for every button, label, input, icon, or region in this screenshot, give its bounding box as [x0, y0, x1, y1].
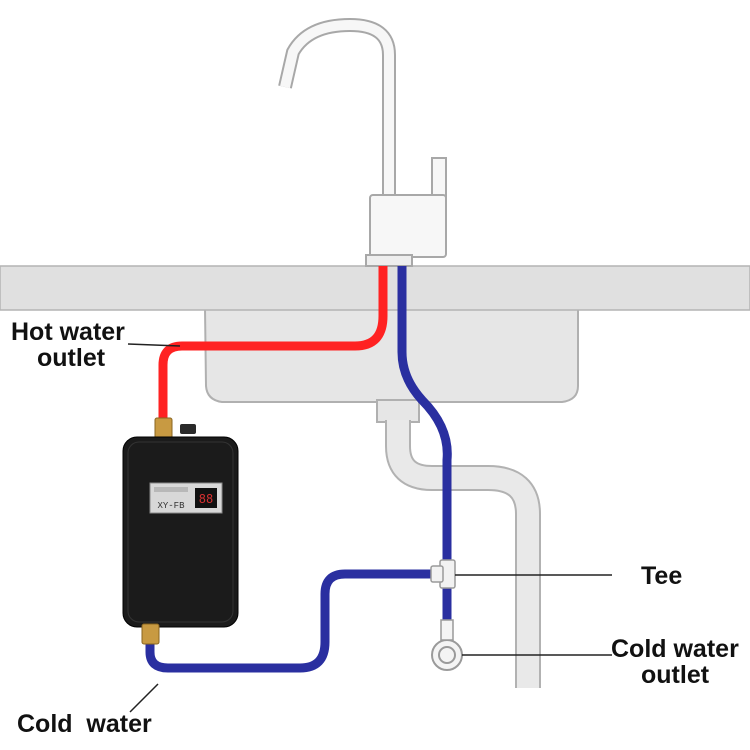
instant-water-heater-icon: XY-FB 88: [122, 417, 239, 645]
faucet-base: [365, 254, 413, 267]
drain-pipe: [385, 420, 541, 688]
heater-display-reading: 88: [199, 492, 213, 506]
leader-lines: [127, 343, 612, 713]
hot-water-outlet-label-line2: outlet: [37, 344, 106, 372]
cold-water-pipe-heater: [145, 569, 438, 673]
angle-valve-icon: [431, 619, 463, 671]
hot-water-pipe: [158, 266, 388, 422]
cold-water-label: Cold water: [17, 710, 152, 738]
heater-brand-text: XY-FB: [157, 501, 185, 511]
cold-inlet-fitting: [141, 623, 160, 645]
cold-water-outlet-label-line1: Cold water: [611, 635, 739, 663]
tee-connector-icon: [430, 559, 456, 589]
heater-body: [122, 436, 239, 628]
hot-water-leader: [127, 343, 181, 347]
hot-water-outlet-label-line1: Hot water: [11, 318, 125, 346]
faucet: [278, 17, 447, 267]
tee-label: Tee: [641, 562, 683, 590]
cold-water-leader: [129, 683, 159, 713]
faucet-spout: [278, 17, 396, 195]
sink-bowl: [203, 307, 579, 423]
cold-water-pipe-faucet: [397, 266, 452, 566]
countertop: [0, 265, 750, 311]
heater-display: [195, 488, 217, 508]
faucet-body: [369, 194, 447, 258]
cold-water-outlet-label-line2: outlet: [641, 661, 710, 689]
